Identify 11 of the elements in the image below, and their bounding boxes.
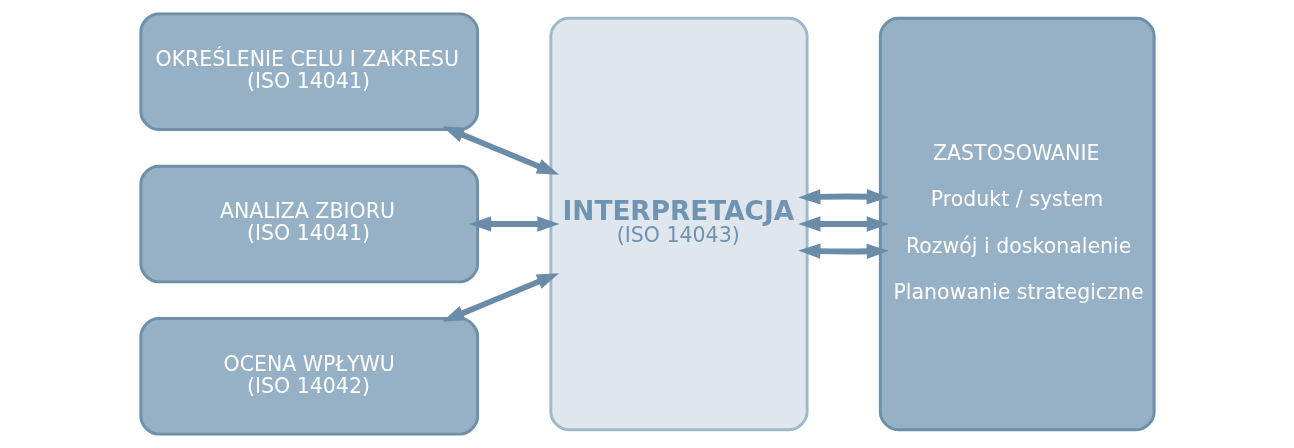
node-box: OCENA WPŁYWU (ISO 14042) (138, 317, 479, 436)
arrow (441, 126, 559, 175)
node-box: OKREŚLENIE CELU I ZAKRESU (ISO 14041) (138, 12, 479, 131)
node-box: ZASTOSOWANIE Produkt / system Rozwój i doskonalenie Planowanie strategiczne (878, 16, 1156, 432)
node-box: ANALIZA ZBIORU (ISO 14041) (138, 164, 479, 284)
arrow (797, 216, 889, 232)
arrow (797, 188, 889, 205)
arrow (441, 273, 559, 322)
arrow (468, 216, 559, 232)
node-box: INTERPRETACJA (ISO 14043) (548, 16, 809, 432)
arrow (797, 243, 889, 260)
